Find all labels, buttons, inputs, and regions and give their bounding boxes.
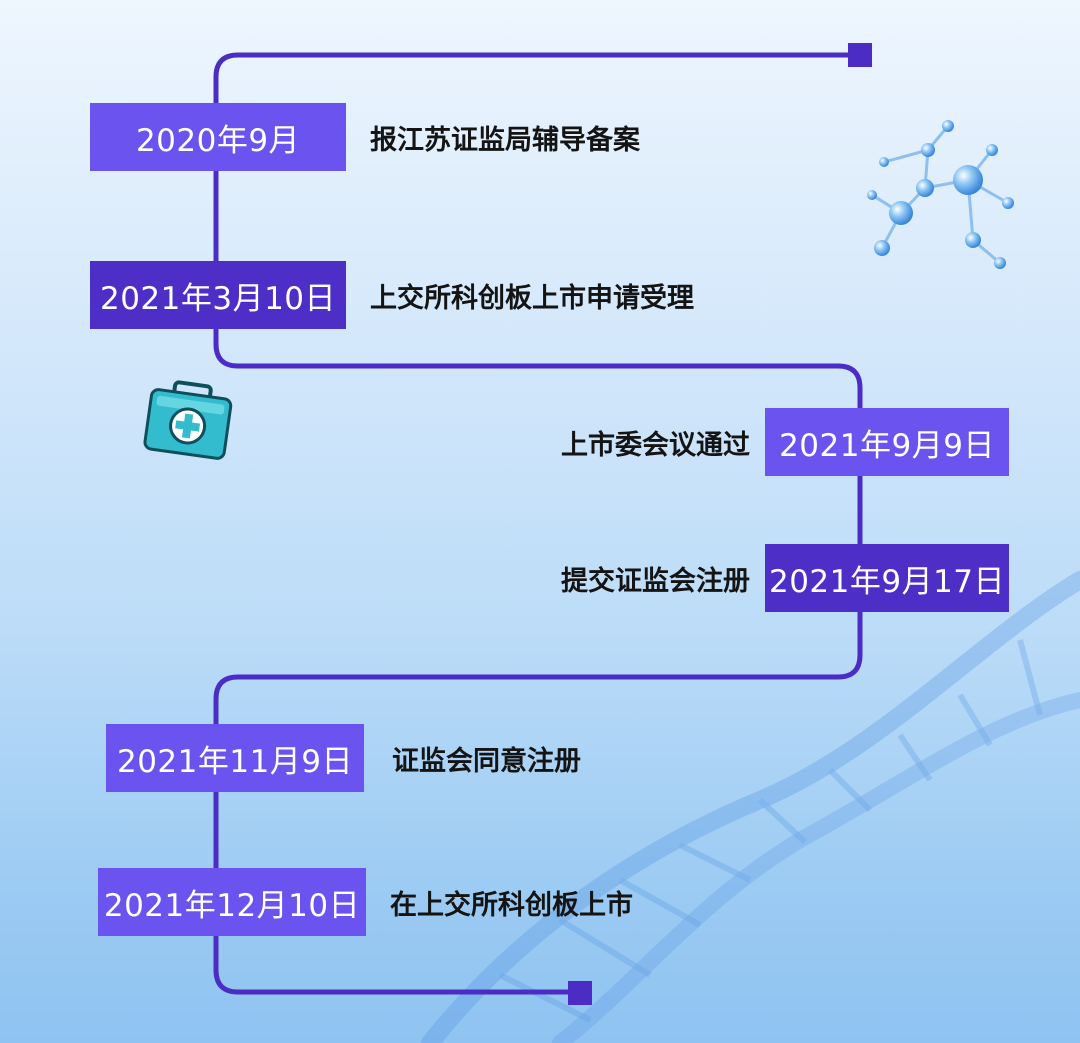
milestone-6-event: 在上交所科创板上市: [390, 889, 633, 921]
milestone-5-event: 证监会同意注册: [392, 745, 581, 777]
milestone-4-event: 提交证监会注册: [561, 565, 750, 597]
milestone-5-date: 2021年11月9日: [106, 724, 364, 792]
milestone-6-date: 2021年12月10日: [98, 868, 366, 936]
molecule-icon: [867, 120, 1014, 269]
milestone-4-date: 2021年9月17日: [765, 544, 1009, 612]
milestone-1-event: 报江苏证监局辅导备案: [370, 124, 640, 156]
milestone-1-date: 2020年9月: [90, 103, 346, 171]
milestone-3-date: 2021年9月9日: [765, 408, 1009, 476]
milestone-2-event: 上交所科创板上市申请受理: [370, 282, 694, 314]
timeline-start-marker: [848, 43, 872, 67]
timeline-end-marker: [568, 981, 592, 1005]
dna-helix-icon: [421, 571, 1080, 1043]
milestone-2-date: 2021年3月10日: [90, 261, 346, 329]
medical-kit-icon: [143, 380, 233, 460]
milestone-3-event: 上市委会议通过: [561, 429, 750, 461]
